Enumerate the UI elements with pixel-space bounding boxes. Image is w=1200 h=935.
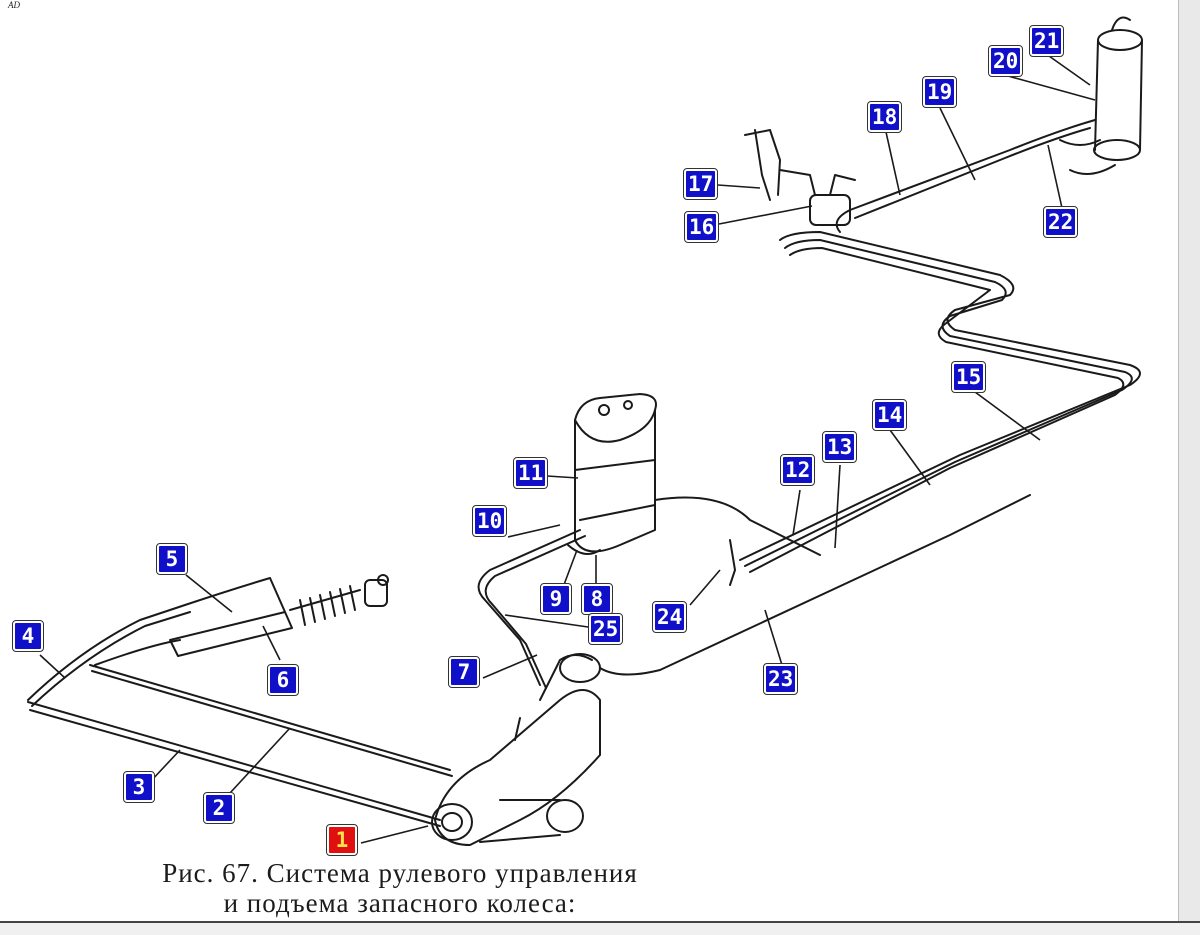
callout-19[interactable]: 19 [921,76,958,108]
callout-10[interactable]: 10 [471,505,508,537]
main-pipe-bundle [739,119,1141,573]
callout-20[interactable]: 20 [987,45,1024,77]
callout-25[interactable]: 25 [587,613,624,645]
callout-13[interactable]: 13 [821,431,858,463]
callout-21[interactable]: 21 [1028,25,1065,57]
tank-11-drawing [567,393,657,555]
callout-12[interactable]: 12 [779,454,816,486]
figure-caption-line-1: Рис. 67. Система рулевого управления [162,858,638,888]
leader-lines [39,55,1096,844]
callout-2[interactable]: 2 [203,792,235,824]
figure-caption-line-2: и подъема запасного колеса: [223,888,577,918]
valve-16-drawing [744,129,856,226]
callout-17[interactable]: 17 [682,168,719,200]
callout-8[interactable]: 8 [581,583,613,615]
callout-18[interactable]: 18 [866,101,903,133]
callout-7[interactable]: 7 [448,656,480,688]
callout-16[interactable]: 16 [683,211,720,243]
callout-9[interactable]: 9 [540,583,572,615]
callout-11[interactable]: 11 [512,457,549,489]
callout-22[interactable]: 22 [1042,206,1079,238]
callout-6[interactable]: 6 [267,664,299,696]
callout-15[interactable]: 15 [950,361,987,393]
window-bottom-edge [0,921,1200,935]
cylinder-21-drawing [1059,16,1143,175]
cylinder-6-drawing [27,574,389,707]
callout-23[interactable]: 23 [762,663,799,695]
corner-mark: AD [8,0,20,10]
window-right-edge [1178,0,1200,933]
hydraulic-system-drawing [27,16,1143,846]
callout-14[interactable]: 14 [871,399,908,431]
callout-3[interactable]: 3 [123,771,155,803]
callout-24[interactable]: 24 [651,601,688,633]
return-line-23 [599,494,1031,676]
pump-1-drawing [431,653,601,846]
callout-4[interactable]: 4 [12,620,44,652]
callout-5[interactable]: 5 [156,543,188,575]
tank-lines-drawing [477,496,821,689]
rods-2-3 [27,664,453,827]
callout-1[interactable]: 1 [326,824,358,856]
